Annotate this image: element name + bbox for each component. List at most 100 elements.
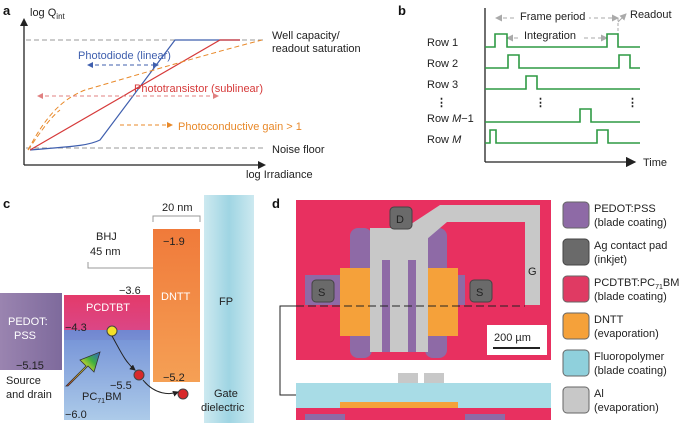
pcdtbt-label: PCDTBT [86,302,130,314]
panel-b: b Time Frame period Integration Readout … [398,3,672,169]
y-axis-title: log Qint [30,7,66,21]
dntt-homo: −5.2 [163,372,185,384]
dntt-bracket [152,215,201,222]
photodiode-curve [29,39,240,151]
legend-method-pedot: (blade coating) [594,217,667,229]
pedot-label-2: PSS [14,330,36,342]
cross-section-connector [279,305,296,396]
row-3-label: Row 3 [427,79,458,91]
legend-name-ag: Ag contact pad [594,240,667,252]
source-drain-label-2: and drain [6,389,52,401]
photoconductive-curve-low [27,109,61,151]
row-1-signal [485,33,640,48]
light-arrow-icon [65,351,101,387]
panel-d-label: d [272,196,280,211]
pedot-level: −5.15 [16,360,44,372]
y-axis-arrow [20,18,28,26]
row-ellipsis-mid: ⋮ [535,97,546,109]
row-ellipsis-left: ⋮ [436,97,447,109]
hole-dot-2 [177,388,189,400]
al-gate-lead [405,205,540,305]
panel-c-label: c [3,196,10,211]
readout-label: Readout [630,9,672,21]
pcdtbt-homo: −4.3 [65,322,87,334]
scale-bar-label: 200 µm [494,332,531,344]
legend-swatch-pedot [562,201,590,229]
gate-label-1: Gate [214,388,238,400]
row-2-signal [485,54,640,69]
legend-swatch-dntt [562,312,590,340]
legend-name-al: Al [594,388,604,400]
legend-name-fluoropolymer: Fluoropolymer [594,351,665,363]
row-1-label: Row 1 [427,37,458,49]
phototransistor-curve [29,39,240,151]
row-m-label: Row M [427,134,462,146]
frame-period-bg [515,10,589,24]
panel-b-label: b [398,3,406,18]
legend-name-pcdtbt: PCDTBT:PC71BM [594,277,679,291]
row-m1-signal [485,108,640,123]
xsec-al-left [398,373,418,383]
source-pad-right-label: S [476,287,483,299]
dntt-label: DNTT [161,291,191,303]
hole-dot-1 [133,369,145,381]
readout-saturation-label: readout saturation [272,43,361,55]
pcbm-level: −5.5 [110,380,132,392]
legend-method-fluoropolymer: (blade coating) [594,365,667,377]
legend-method-pcdtbt: (blade coating) [594,291,667,303]
row-m-signal [485,129,640,144]
source-pad-left [311,279,335,303]
drain-pad-label: D [396,214,404,226]
source-drain-label-1: Source [6,375,41,387]
gate-pad-label: G [528,266,537,278]
row-3-signal [485,75,640,90]
x-axis-arrow [258,161,266,169]
panel-d: d D S S G 200 µm [272,196,551,420]
drain-pad [389,206,413,230]
panel-a-label: a [3,3,11,18]
time-label: Time [643,157,667,169]
photodiode-label: Photodiode (linear) [78,50,171,62]
panel-c: c FP PEDOT: PSS −5.15 PCDTBT −3.6 −4.3 P… [0,195,254,423]
pedot-label-1: PEDOT: [8,316,48,328]
legend-name-pedot: PEDOT:PSS [594,203,656,215]
bhj-thickness: 45 nm [90,246,121,258]
pcbm-homo: −6.0 [65,409,87,421]
photoconductive-label: Photoconductive gain > 1 [178,121,302,133]
x-axis-title: log Irradiance [246,169,313,181]
dntt-block [153,229,200,382]
pcdtbt-lumo: −3.6 [119,285,141,297]
legend-swatch-ag [562,238,590,266]
pedot-block [0,293,62,370]
legend-method-al: (evaporation) [594,402,659,414]
integration-bg [520,29,584,43]
xsec-pedot-right [465,414,505,420]
xsec-pedot-left [305,414,345,420]
bhj-label: BHJ [96,231,117,243]
legend-method-ag: (inkjet) [594,254,627,266]
frame-period-label: Frame period [520,11,585,23]
row-2-label: Row 2 [427,58,458,70]
row-ellipsis-right: ⋮ [627,97,638,109]
integration-label: Integration [524,30,576,42]
xsec-al-right [424,373,444,383]
panel-a: a log Qint log Irradiance Well capacity/… [3,3,361,181]
legend-method-dntt: (evaporation) [594,328,659,340]
source-pad-right [469,279,493,303]
readout-arrow [617,13,627,23]
legend-swatch-pcdtbt [562,275,590,303]
source-pad-left-label: S [318,287,325,299]
pcbm-label: PC71BM [82,391,122,405]
transfer-arrow-2 [142,379,179,397]
electron-dot [106,325,118,337]
legend: PEDOT:PSS (blade coating) Ag contact pad… [562,201,679,414]
legend-name-dntt: DNTT [594,314,624,326]
transfer-arrow-1 [111,335,136,371]
row-m1-label: Row M−1 [427,113,474,125]
phototransistor-label: Phototransistor (sublinear) [134,83,263,95]
dntt-lumo: −1.9 [163,236,185,248]
xsec-dntt [340,402,458,408]
al-electrode [370,228,428,352]
scale-bar-box [487,325,547,355]
